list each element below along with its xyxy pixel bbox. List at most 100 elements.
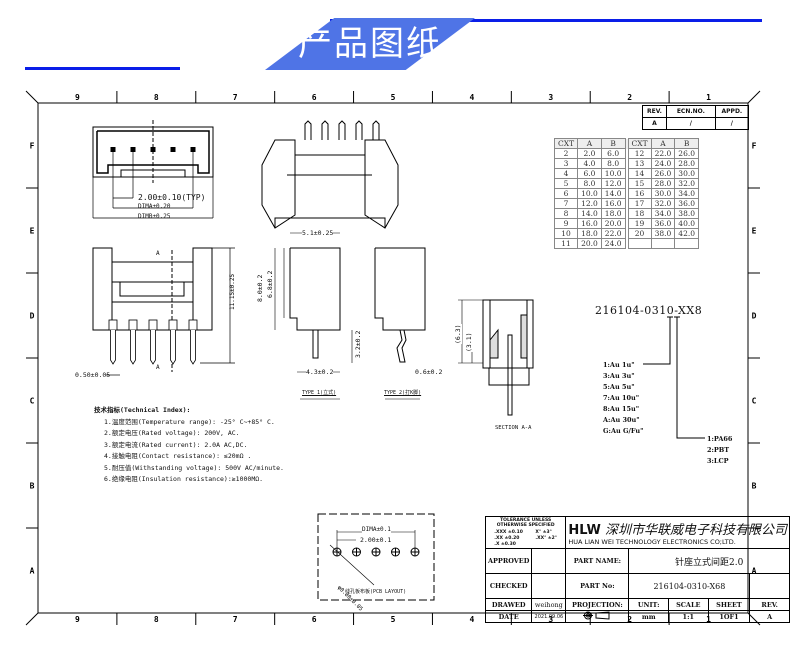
- zone-label-row: B: [30, 482, 35, 491]
- banner-line-left: [25, 67, 180, 70]
- tolerance-cell: TOLERANCE UNLESS OTHERWISE SPECIFIED .XX…: [484, 516, 567, 549]
- tech-item: 5.耐压值(Withstanding voltage): 500V AC/min…: [104, 463, 284, 472]
- tolerance-title: TOLERANCE UNLESS OTHERWISE SPECIFIED: [496, 517, 555, 528]
- cxt-cell: 14.0: [600, 188, 626, 199]
- cxt-cell: 36.0: [650, 218, 676, 229]
- cxt-cell: 2: [553, 148, 579, 159]
- plating-option: 7:Au 10u": [603, 394, 640, 402]
- company-cell: HLW 深圳市华联威电子科技有限公司 HUA LIAN WEI TECHNOLO…: [565, 516, 790, 549]
- cxt-cell: 5: [553, 178, 579, 189]
- section-a-a: [458, 299, 534, 416]
- pcb-dim-a: DIMA±0.1: [362, 526, 391, 533]
- cxt-header: CXT: [553, 138, 579, 149]
- cxt-cell: 16.0: [577, 218, 602, 229]
- date-label: DATE: [484, 610, 533, 623]
- cxt-header: A: [650, 138, 676, 149]
- pin-front-head: [168, 319, 178, 331]
- cxt-cell: 19: [627, 218, 652, 229]
- zone-label-col: 2: [627, 93, 632, 102]
- cxt-cell: 8.0: [600, 158, 626, 169]
- approved-label: APPROVED: [484, 548, 533, 574]
- pcb-pitch: 2.00±0.1: [360, 536, 392, 544]
- zone-label-col: 7: [233, 615, 238, 624]
- section-mark-bottom: A: [156, 364, 160, 371]
- scale-value: 1:1: [668, 610, 709, 623]
- iso-pin: [321, 120, 329, 140]
- title-block: TOLERANCE UNLESS OTHERWISE SPECIFIED .XX…: [484, 516, 790, 623]
- plating-option: G:Au G/Fu": [603, 427, 644, 435]
- banner-line-right: [330, 19, 762, 22]
- dim-sec-h1: (6.3): [454, 324, 462, 344]
- plating-options: 1:Au 1u"3:Au 3u"5:Au 5u"7:Au 10u"8:Au 15…: [603, 360, 644, 437]
- cxt-header: A: [577, 138, 602, 149]
- company-name-cn: 深圳市华联威电子科技有限公司: [604, 523, 787, 538]
- cxt-cell: 34.0: [674, 188, 699, 199]
- zone-label-row: D: [30, 312, 35, 321]
- cxt-cell: 7: [553, 198, 579, 209]
- technical-index-title: 技术指标(Technical Index):: [94, 406, 191, 414]
- sheet-value: 1OF1: [707, 610, 751, 623]
- cxt-cell: 6: [553, 188, 579, 199]
- tech-item: 6.绝缘电阻(Insulation resistance):≥1000MΩ.: [104, 475, 264, 483]
- type2-label: TYPE 2(打K脚): [384, 390, 422, 396]
- tol-lin: .X ±0.30: [494, 541, 516, 547]
- unit-value: mm: [628, 610, 669, 623]
- iso-pin: [372, 120, 380, 140]
- zone-label-row: D: [752, 312, 757, 321]
- cxt-cell: 36.0: [674, 198, 699, 209]
- tech-item: 3.额定电流(Rated current): 2.0A AC,DC.: [104, 440, 248, 449]
- zone-label-col: 5: [391, 93, 396, 102]
- tol-ang: .XX° ±2°: [535, 535, 558, 541]
- tol-ang: X° ±3°: [535, 529, 552, 535]
- pin-front-head: [188, 319, 198, 331]
- svg-text:11.15±0.25: 11.15±0.25: [229, 273, 236, 310]
- pin-top: [190, 147, 196, 152]
- cxt-cell: 3: [553, 158, 579, 169]
- cxt-cell: 10: [553, 228, 579, 239]
- cxt-cell: 34.0: [650, 208, 676, 219]
- section-mark-top: A: [156, 250, 160, 257]
- tol-lin: .XX ±0.20: [494, 535, 520, 541]
- cxt-cell: 38.0: [650, 228, 676, 239]
- cxt-header: B: [674, 138, 699, 149]
- zone-label-row: B: [752, 482, 757, 491]
- cxt-cell: 16: [627, 188, 652, 199]
- cxt-cell: 8: [553, 208, 579, 219]
- zone-label-col: 8: [154, 615, 159, 624]
- iso-pin: [355, 120, 363, 140]
- banner-title: 产品图纸: [298, 24, 442, 64]
- zone-label-col: 3: [548, 93, 553, 102]
- cxt-cell: 18: [627, 208, 652, 219]
- pin-top: [110, 147, 116, 152]
- drawed-label: DRAWED: [484, 598, 533, 611]
- projection-label: PROJECTION:: [565, 598, 630, 611]
- unit-label: UNIT:: [628, 598, 669, 611]
- zone-label-col: 6: [312, 615, 317, 624]
- cxt-cell: 18.0: [600, 208, 626, 219]
- zone-label-col: 1: [706, 93, 711, 102]
- cxt-cell: 9: [553, 218, 579, 229]
- pin-front: [110, 330, 116, 365]
- zone-label-col: 5: [391, 615, 396, 624]
- cxt-cell: 20.0: [600, 218, 626, 229]
- part-code: 216104-0310-XX8: [595, 304, 703, 317]
- pcb-label: 线孔板布板(PCB LAYOUT): [345, 589, 407, 595]
- part-name-label: PART NAME:: [565, 548, 630, 574]
- cxt-cell: 38.0: [674, 208, 699, 219]
- sheet-label: SHEET: [707, 598, 751, 611]
- approved-value: [531, 548, 567, 574]
- iso-pin: [304, 120, 312, 140]
- zone-label-col: 9: [75, 615, 80, 624]
- cxt-cell: 24.0: [600, 238, 626, 249]
- rev-label: REV.: [749, 598, 790, 611]
- cxt-header: B: [600, 138, 626, 149]
- cxt-cell: 26.0: [674, 148, 699, 159]
- tech-item: 1.温度范围(Temperature range): -25° C~+85° C…: [104, 417, 275, 426]
- cxt-cell: 40.0: [674, 218, 699, 229]
